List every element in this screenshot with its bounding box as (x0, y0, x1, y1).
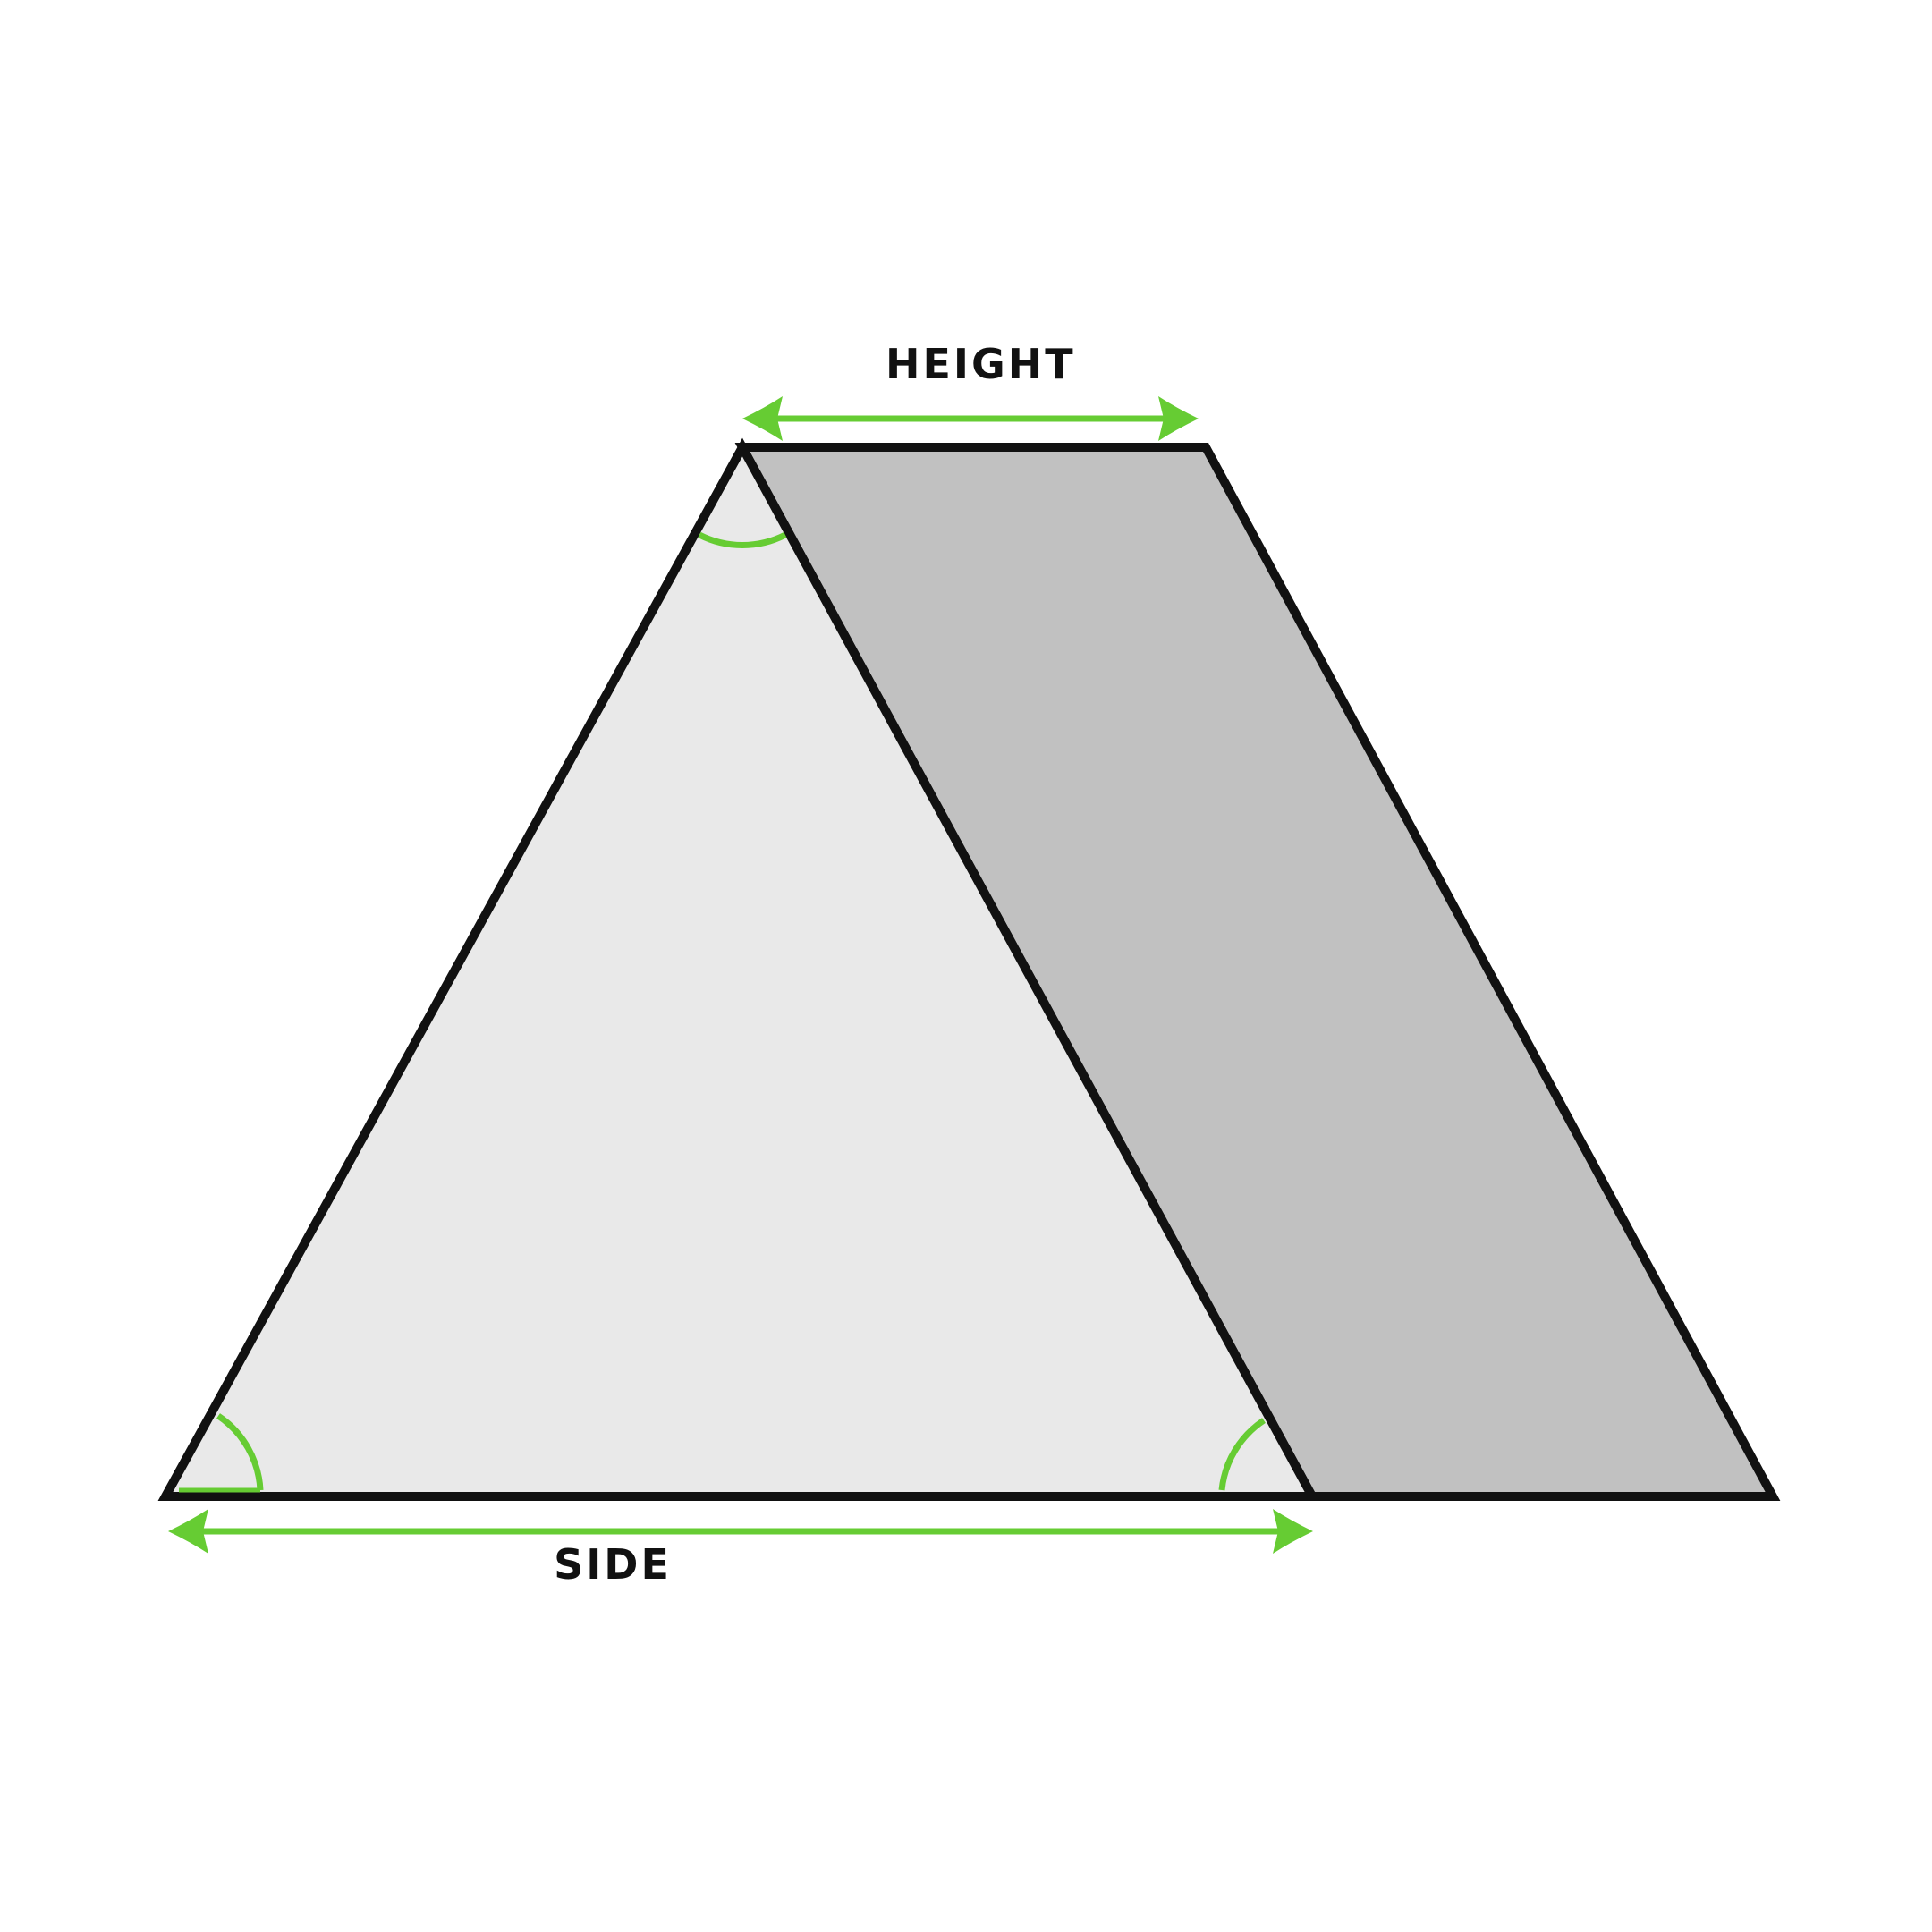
height-arrowhead-left (742, 396, 783, 441)
side-arrowhead-left (168, 1509, 208, 1554)
bottom-left-angle-arc (216, 1413, 264, 1491)
height-dimension-arrow (742, 396, 1199, 441)
side-dimension-arrow (168, 1509, 1313, 1554)
bottom-right-angle-arc (1218, 1418, 1266, 1491)
side-arrowhead-right (1273, 1509, 1313, 1554)
height-arrowhead-right (1158, 396, 1199, 441)
side-label: SIDE (554, 1540, 672, 1589)
prism-front-face (157, 437, 1320, 1501)
height-label: HEIGHT (886, 340, 1076, 388)
apex-angle-arc (698, 531, 787, 548)
